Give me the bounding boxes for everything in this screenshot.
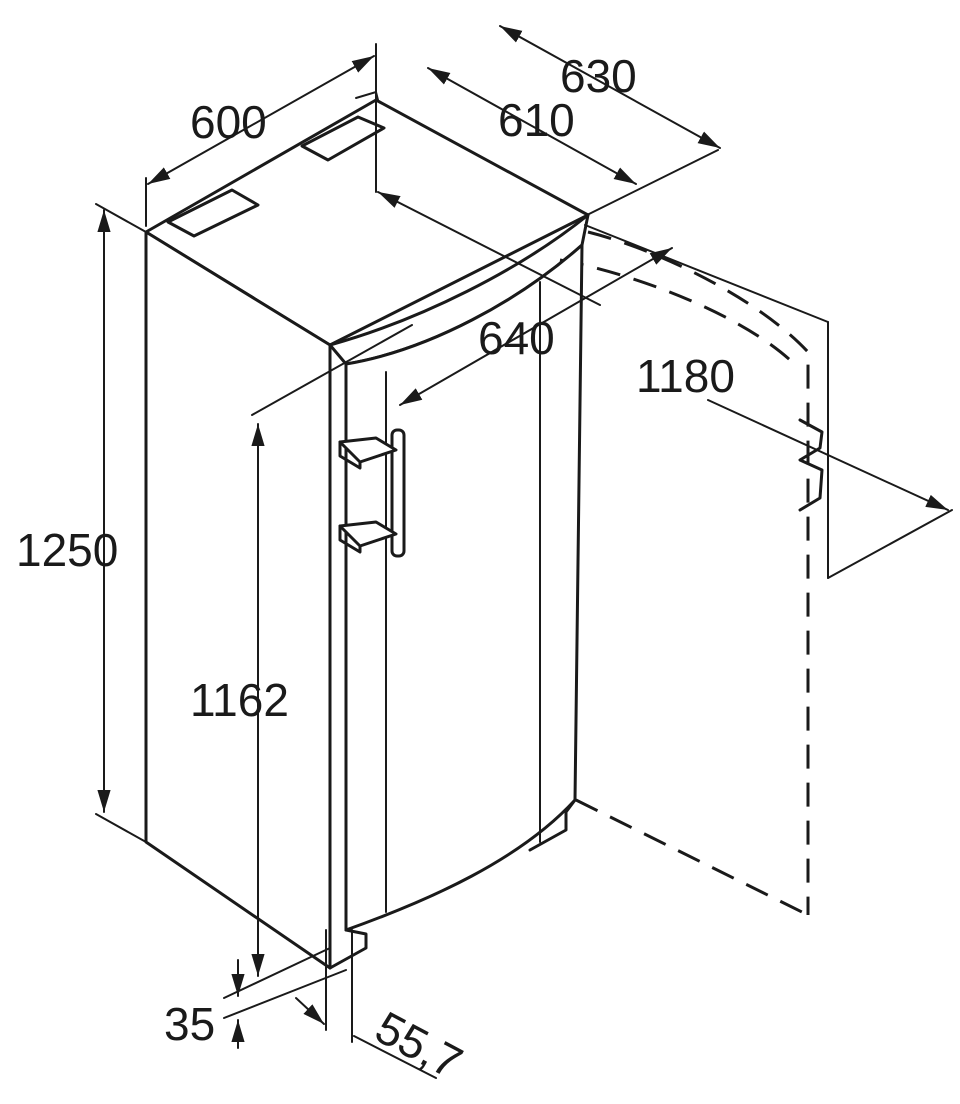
label-open-clearance: 1180 <box>636 350 735 402</box>
label-depth-door: 640 <box>478 312 555 364</box>
label-height-door: 1162 <box>190 674 289 726</box>
label-depth-body: 610 <box>498 94 575 146</box>
label-plinth: 35 <box>164 998 215 1050</box>
open-door-handle <box>798 418 824 512</box>
door-handle <box>338 428 406 558</box>
dimension-labels: 600 630 610 640 1180 1250 1162 35 55,7 <box>16 50 735 1089</box>
dimension-lines <box>95 25 953 1079</box>
label-door-offset: 55,7 <box>367 1001 470 1089</box>
door <box>328 243 584 970</box>
label-width: 600 <box>190 96 267 148</box>
open-door-outline <box>559 230 810 917</box>
label-height-total: 1250 <box>16 524 118 576</box>
label-depth-total: 630 <box>560 50 637 102</box>
